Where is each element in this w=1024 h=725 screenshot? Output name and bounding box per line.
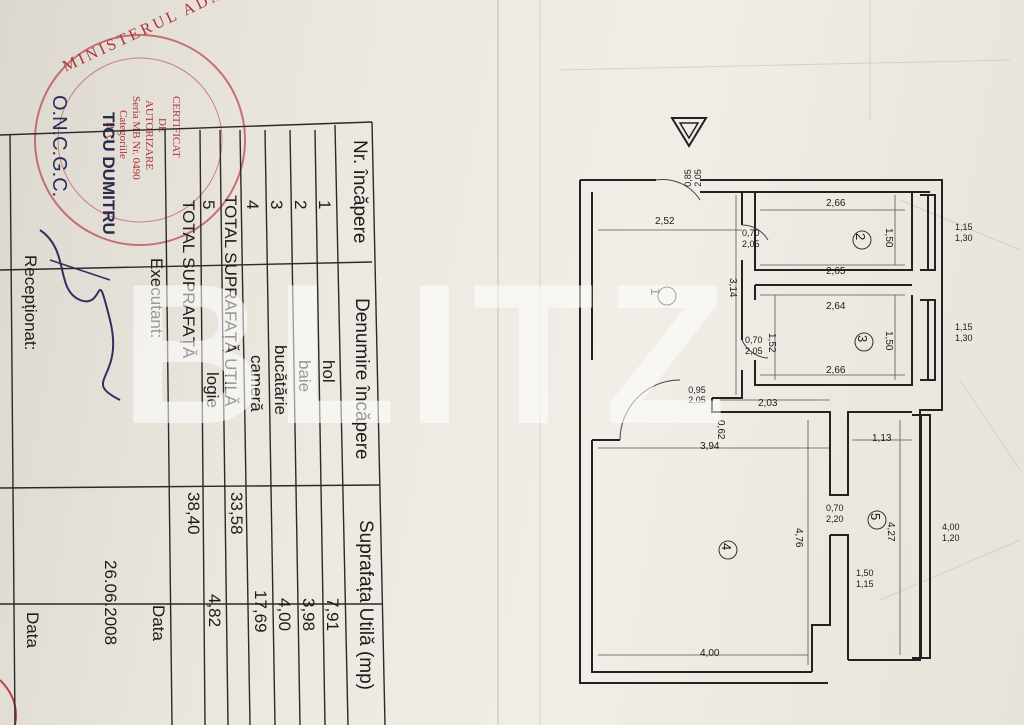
dim-476: 4,76 <box>793 528 804 548</box>
dim-win2: 1,15 1,30 <box>955 322 973 343</box>
watermark-logo: BLITZ <box>120 243 737 466</box>
dim-400: 4,00 <box>700 648 720 659</box>
dim-door2: 0,70 2,05 <box>742 228 760 249</box>
dim-win3: 4,00 1,20 <box>942 522 960 543</box>
fold-line <box>497 0 499 725</box>
dim-door1: 0,85 2,05 <box>683 169 703 187</box>
dim-win4: 1,50 1,15 <box>856 568 874 589</box>
dim-266b: 2,66 <box>826 365 846 376</box>
dim-427: 4,27 <box>885 522 896 542</box>
room-5-number: 5 <box>868 513 883 521</box>
dim-door3: 0,70 2,05 <box>745 335 763 356</box>
dim-win1: 1,15 1,30 <box>955 222 973 243</box>
dim-203: 2,03 <box>758 398 778 409</box>
room-4-number: 4 <box>719 543 734 551</box>
dim-door5: 0,70 2,20 <box>826 503 844 524</box>
dim-394: 3,94 <box>700 441 720 452</box>
dim-252: 2,52 <box>655 216 675 227</box>
dim-150a: 1,50 <box>883 228 894 248</box>
dim-door4: 0,95 2,05 <box>688 385 706 405</box>
dim-264: 2,64 <box>826 301 846 312</box>
dim-265: 2,65 <box>826 266 846 277</box>
dim-266a: 2,66 <box>826 198 846 209</box>
dim-113: 1,13 <box>872 433 892 444</box>
room-2-number: 2 <box>853 233 868 241</box>
